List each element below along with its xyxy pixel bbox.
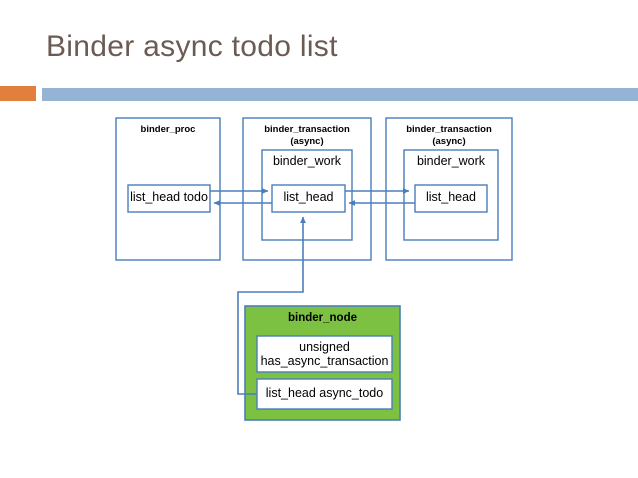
member-box-async-todo — [256, 378, 393, 410]
page-title: Binder async todo list — [46, 30, 338, 63]
member-box-list-head-todo — [127, 184, 211, 213]
member-box-has-async-transaction — [256, 335, 393, 373]
title-accent-block — [0, 86, 36, 101]
connector-async-todo-to-work1 — [237, 216, 306, 395]
member-box-list-head-2 — [414, 184, 488, 213]
title-rule-bar — [42, 88, 638, 101]
member-box-list-head-1 — [271, 184, 346, 213]
